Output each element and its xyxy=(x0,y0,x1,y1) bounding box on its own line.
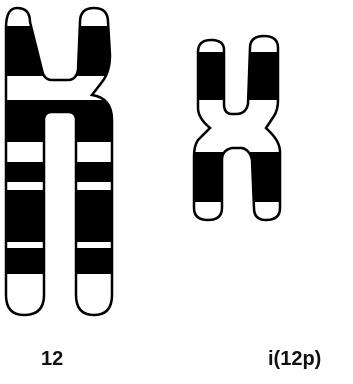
chromosome-12-bands xyxy=(0,0,120,330)
band-12p-dark xyxy=(0,26,120,76)
chromosome-12 xyxy=(0,0,120,330)
band-12q-dark-2 xyxy=(0,162,120,182)
band-12q-dark-3 xyxy=(0,190,120,242)
chromosome-12-label: 12 xyxy=(41,348,63,371)
isochromosome-12p-label: i(12p) xyxy=(268,348,321,371)
band-12q-dark-4 xyxy=(0,248,120,274)
band-upper-dark xyxy=(180,52,290,100)
isochromosome-12p xyxy=(180,20,290,230)
band-lower-dark xyxy=(180,152,290,202)
isochromosome-bands xyxy=(180,20,290,230)
band-12q-dark-1 xyxy=(0,100,120,142)
